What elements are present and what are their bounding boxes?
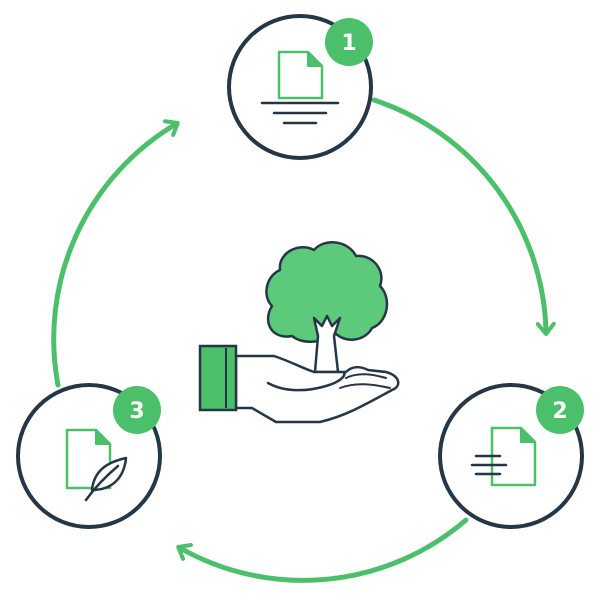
- step-1-number: 1: [341, 31, 356, 56]
- tree-trunk: [312, 314, 342, 374]
- sleeve-cuff: [198, 344, 238, 412]
- step-3-node: 3: [16, 383, 162, 529]
- document-print-icon: [260, 50, 340, 125]
- arrow-step2-to-step3: [176, 517, 469, 583]
- arrow-step1-to-step2: [371, 97, 556, 336]
- step-2-badge: 2: [536, 386, 584, 434]
- tree-canopy: [265, 241, 389, 343]
- step-2-number: 2: [552, 399, 567, 424]
- hand-holding-tree-icon: [198, 241, 400, 424]
- step-3-badge: 3: [113, 386, 161, 434]
- step-2-node: 2: [438, 383, 584, 529]
- document-leaf-icon: [65, 428, 128, 502]
- step-3-number: 3: [129, 399, 144, 424]
- step-1-badge: 1: [325, 18, 373, 66]
- document-fast-icon: [470, 426, 537, 487]
- arrow-step3-to-step1: [51, 119, 180, 388]
- step-1-node: 1: [227, 14, 373, 160]
